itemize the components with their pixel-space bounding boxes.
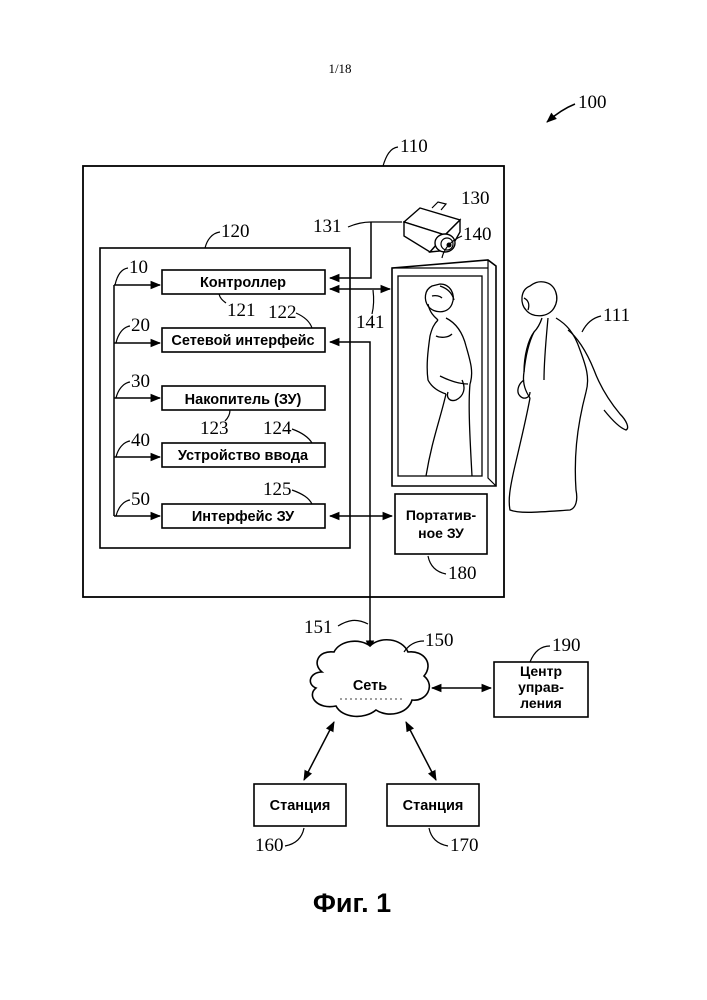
ref-network: 150 xyxy=(425,630,454,651)
ref-network-interface-leader xyxy=(296,313,312,328)
ref-storage-interface-leader xyxy=(292,490,312,504)
page-number: 1/18 xyxy=(328,61,351,76)
portable-storage-label-2: ное ЗУ xyxy=(418,525,464,541)
ref-bus-50: 50 xyxy=(131,489,150,510)
ref-system: 100 xyxy=(578,92,607,113)
ref-bus-20: 20 xyxy=(131,315,150,336)
network-label: Сеть xyxy=(353,678,387,694)
ref-bus-10-leader xyxy=(115,268,128,285)
network-station-a-arrow xyxy=(304,722,334,780)
station-a-label: Станция xyxy=(270,798,331,814)
ref-enclosure-leader xyxy=(383,147,398,166)
ref-apparatus: 120 xyxy=(221,221,250,242)
ref-station-a-leader xyxy=(285,828,304,846)
ref-input-device: 124 xyxy=(263,418,292,439)
ref-portable-storage-leader xyxy=(428,556,446,574)
ref-station-b: 170 xyxy=(450,835,479,856)
network-interface-label: Сетевой интерфейс xyxy=(171,333,314,349)
ref-storage: 123 xyxy=(200,418,229,439)
portable-storage-label-1: Портатив- xyxy=(406,507,477,523)
figure-caption: Фиг. 1 xyxy=(313,888,391,918)
ref-user-leader xyxy=(582,316,601,332)
ref-bus-10: 10 xyxy=(129,257,148,278)
controller-label: Контроллер xyxy=(200,275,286,291)
ref-bus-20-leader xyxy=(116,326,130,343)
ref-storage-interface: 125 xyxy=(263,479,292,500)
ref-control-center-leader xyxy=(530,646,550,662)
storage-label: Накопитель (ЗУ) xyxy=(185,392,302,408)
ref-control-center: 190 xyxy=(552,635,581,656)
ref-apparatus-leader xyxy=(205,232,220,248)
control-center-label-2: управ- xyxy=(518,679,564,695)
ref-bus-40-leader xyxy=(116,441,130,457)
ref-bus-40: 40 xyxy=(131,430,150,451)
portable-storage-block xyxy=(395,494,487,554)
ref-portable-storage: 180 xyxy=(448,563,477,584)
station-b-label: Станция xyxy=(403,798,464,814)
ref-station-a: 160 xyxy=(255,835,284,856)
storage-interface-label: Интерфейс ЗУ xyxy=(192,509,295,525)
ref-network-link: 151 xyxy=(304,617,333,638)
ref-enclosure: 110 xyxy=(400,136,428,157)
ref-bus-30-leader xyxy=(116,382,130,398)
ref-camera: 130 xyxy=(461,188,490,209)
ref-camera-link: 131 xyxy=(313,216,342,237)
control-center-label-3: ления xyxy=(520,695,562,711)
control-center-label-1: Центр xyxy=(520,663,562,679)
display-mirror xyxy=(392,260,496,486)
ref-system-arrow xyxy=(547,104,575,122)
camera-icon xyxy=(404,202,460,252)
ref-station-b-leader xyxy=(429,828,448,846)
ref-display: 140 xyxy=(463,224,492,245)
ref-bus-50-leader xyxy=(116,500,130,516)
ref-display-link: 141 xyxy=(356,312,385,333)
ref-input-device-leader xyxy=(292,429,312,443)
ref-display-link-leader xyxy=(372,290,374,314)
ref-controller: 121 xyxy=(227,300,256,321)
network-station-b-arrow xyxy=(406,722,436,780)
input-device-label: Устройство ввода xyxy=(178,448,309,464)
ref-user: 111 xyxy=(603,305,630,326)
ref-controller-leader xyxy=(219,294,226,303)
ref-network-interface: 122 xyxy=(268,302,297,323)
camera-link-line xyxy=(348,222,402,227)
ref-network-link-leader xyxy=(338,620,368,626)
ref-bus-30: 30 xyxy=(131,371,150,392)
